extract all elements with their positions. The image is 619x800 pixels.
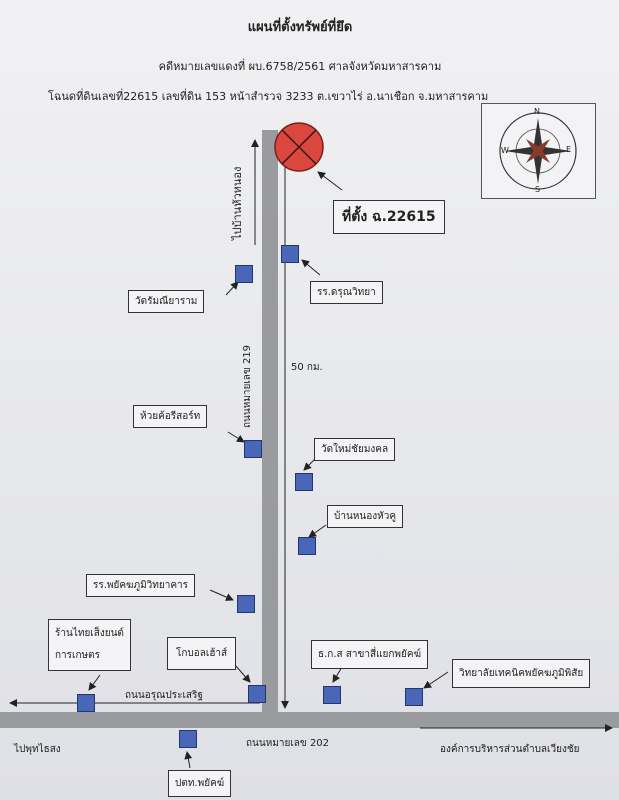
place-shop-thai-line2: การเกษตร <box>55 650 100 661</box>
label-to-north: ไปบ้านหัวหนอง <box>231 166 244 240</box>
place-school-darun: รร.ดรุณวิทยา <box>310 281 383 304</box>
compass-w: W <box>501 146 509 155</box>
compass-e: E <box>566 145 572 154</box>
marker-college <box>405 688 423 706</box>
place-bank: ธ.ก.ส สาขาสี่แยกพยัคฆ์ <box>311 640 428 669</box>
place-college: วิทยาลัยเทคนิคพยัคฆภูมิพิสัย <box>452 659 591 688</box>
place-ban-nong: บ้านหนองหัวคู <box>327 505 404 528</box>
place-school-phayak: รร.พยัคฆภูมิวิทยาคาร <box>86 574 196 597</box>
label-to-east: องค์การบริหารส่วนตำบลเวียงชัย <box>440 744 580 755</box>
marker-bank <box>323 686 341 704</box>
compass-s: S <box>535 185 541 194</box>
label-to-west: ไปพุทไธสง <box>14 744 61 755</box>
marker-ban-nong <box>298 537 316 555</box>
marker-huai-resort <box>244 440 262 458</box>
place-shop-thai: ร้านไทยเส็งยนต์ การเกษตร <box>48 619 131 671</box>
marker-school-phayak <box>237 595 255 613</box>
marker-school-darun <box>281 245 299 263</box>
place-ptt: ปตท.พยัคฆ์ <box>168 770 232 797</box>
place-wat-rommani: วัดรัมณียาราม <box>128 290 205 313</box>
place-shop-thai-line1: ร้านไทยเส็งยนต์ <box>55 628 124 639</box>
marker-wat-rommani <box>235 265 253 283</box>
site-label: ที่ตั้ง ฉ.22615 <box>333 200 445 234</box>
compass-n: N <box>534 107 540 116</box>
label-road-prasert: ถนนอรุณประเสริฐ <box>125 690 203 701</box>
marker-ptt <box>179 730 197 748</box>
road-202 <box>0 712 619 728</box>
place-huai-resort: ห้วยค้อรีสอร์ท <box>133 405 208 428</box>
map-title: แผนที่ตั้งทรัพย์ที่ยึด <box>247 20 353 35</box>
deed-line: โฉนดที่ดินเลขที่22615 เลขที่ดิน 153 หน้า… <box>48 90 489 103</box>
road-219 <box>262 130 278 715</box>
place-wat-mai: วัดใหม่ชัยมงคล <box>314 438 396 461</box>
marker-shop-thai <box>77 694 95 712</box>
marker-wat-mai <box>295 473 313 491</box>
label-road-219: ถนนหมายเลข 219 <box>242 344 253 428</box>
marker-lotus <box>248 685 266 703</box>
case-number-line: คดีหมายเลขแดงที่ ผบ.6758/2561 ศาลจังหวัด… <box>158 60 442 73</box>
distance-label: 50 กม. <box>291 362 323 373</box>
compass-rose: N S E W <box>481 103 596 199</box>
label-road-202: ถนนหมายเลข 202 <box>246 738 330 749</box>
place-lotus: โกบอลเฮ้าส์ <box>167 637 237 670</box>
